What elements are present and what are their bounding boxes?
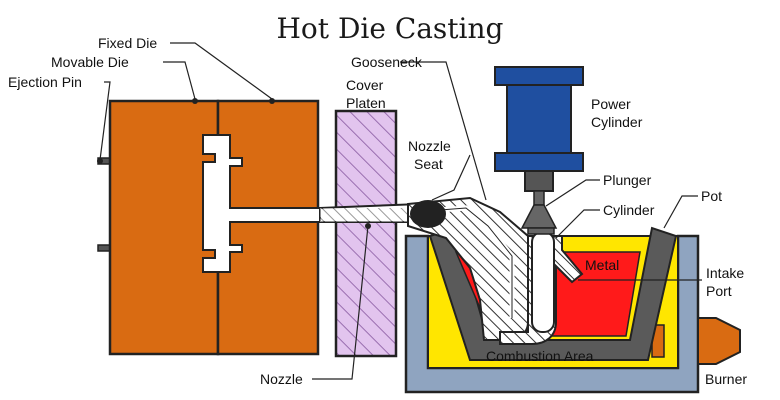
label-plunger: Plunger	[603, 172, 652, 188]
plunger-head	[520, 204, 558, 229]
power-cylinder-cap	[494, 66, 584, 86]
label-pot: Pot	[701, 188, 722, 204]
label-intake-port-1: Intake	[706, 265, 744, 281]
label-intake-port-2: Port	[706, 283, 732, 299]
label-movable-die: Movable Die	[51, 54, 129, 70]
label-fixed-die: Fixed Die	[98, 35, 157, 51]
piston-rod-housing	[524, 170, 554, 192]
movable-die	[108, 99, 220, 356]
label-power-cylinder-1: Power	[591, 96, 631, 112]
label-cylinder: Cylinder	[603, 202, 655, 218]
label-nozzle-seat-2: Seat	[414, 156, 443, 172]
label-nozzle-seat-1: Nozzle	[408, 138, 451, 154]
fixed-die	[216, 99, 320, 356]
die-cavity	[202, 134, 321, 273]
label-nozzle: Nozzle	[260, 371, 303, 387]
plunger-rod	[533, 190, 545, 206]
label-combustion-area: Combustion Area	[486, 348, 594, 364]
label-power-cylinder-2: Cylinder	[591, 114, 643, 130]
label-gooseneck: Gooseneck	[351, 54, 423, 70]
cover-platen	[334, 109, 398, 358]
label-metal: Metal	[585, 257, 619, 273]
nozzle-seat	[410, 200, 446, 228]
burner	[697, 317, 741, 365]
label-ejection-pin: Ejection Pin	[8, 74, 82, 90]
cylinder-bore	[531, 231, 555, 333]
label-cover-platen-1: Cover	[346, 77, 384, 93]
label-burner: Burner	[705, 371, 747, 387]
power-cylinder	[506, 84, 572, 154]
diagram-title: Hot Die Casting	[277, 12, 504, 45]
label-cover-platen-2: Platen	[346, 95, 386, 111]
power-cylinder-base	[494, 152, 584, 172]
